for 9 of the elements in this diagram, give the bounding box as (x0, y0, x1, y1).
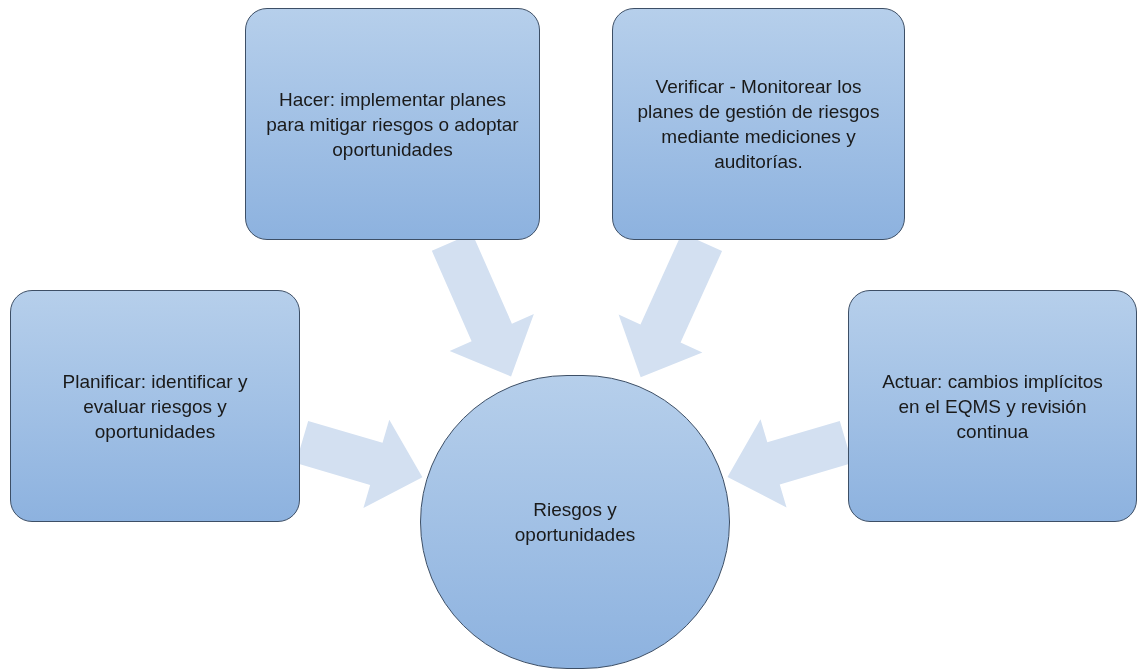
node-text: Hacer: implementar planes para mitigar riesgos o adoptar oportunidades (266, 87, 519, 162)
node-text: Verificar - Monitorear los planes de gestión de riesgos mediante mediciones y auditorías. (636, 75, 881, 174)
node-text: Planificar: identificar y evaluar riesgos y oportunidades (61, 369, 249, 444)
node-text: Actuar: cambios implícitos en el EQMS y revisión continua (881, 369, 1104, 444)
step-box (848, 290, 1137, 522)
step-box (10, 290, 300, 522)
step-box (612, 8, 905, 240)
node-text: Riesgos y oportunidades (513, 498, 637, 547)
step-box (245, 8, 540, 240)
